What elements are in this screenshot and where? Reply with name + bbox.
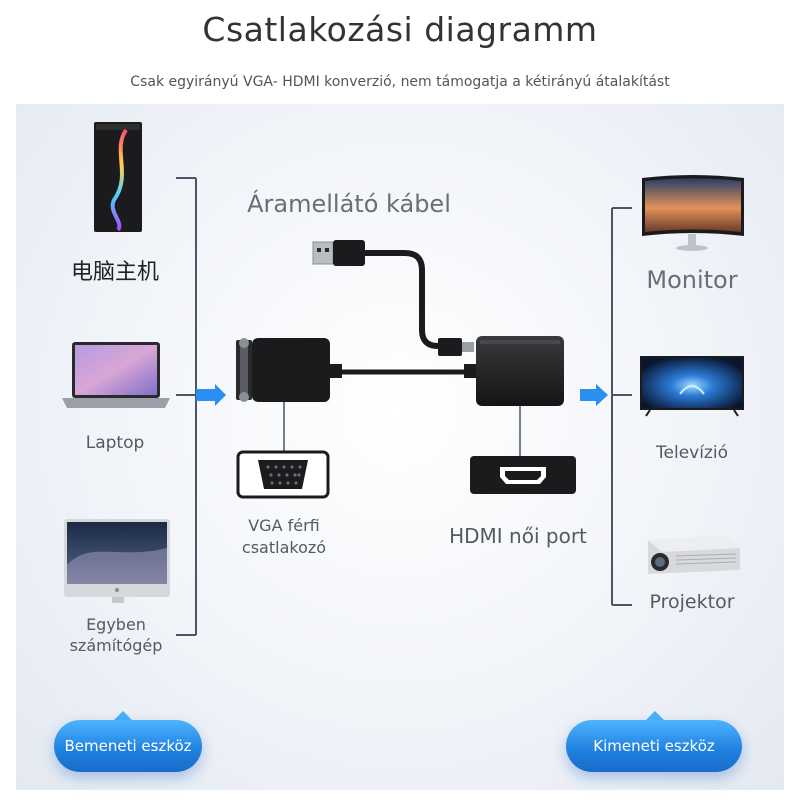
input-label-desktop: 电脑主机 bbox=[70, 260, 159, 285]
arrow-right-icon bbox=[196, 384, 226, 406]
monitor-icon bbox=[642, 175, 744, 251]
hdmi-port-icon bbox=[470, 456, 576, 494]
input-label-laptop: Laptop bbox=[85, 433, 145, 453]
vga-connector-icon bbox=[236, 338, 476, 402]
power-cable-icon bbox=[312, 240, 474, 356]
page-title: Csatlakozási diagramm bbox=[202, 10, 598, 49]
power-cable-label: Áramellátó kábel bbox=[247, 190, 451, 218]
pc-tower-icon bbox=[94, 122, 142, 232]
page-subtitle: Csak egyirányú VGA- HDMI konverzió, nem … bbox=[130, 74, 670, 90]
vga-port-icon bbox=[236, 450, 330, 499]
output-devices-button[interactable]: Kimeneti eszköz bbox=[566, 720, 742, 772]
output-label-monitor: Monitor bbox=[646, 266, 738, 294]
input-label-all-in-one: Egyben számítógép bbox=[69, 615, 163, 655]
all-in-one-pc-icon bbox=[64, 519, 170, 603]
hdmi-port-label: HDMI női port bbox=[449, 524, 587, 548]
laptop-icon bbox=[62, 342, 170, 408]
output-label-tv: Televízió bbox=[656, 443, 728, 463]
output-bracket bbox=[611, 207, 632, 606]
input-bracket bbox=[176, 177, 197, 636]
output-pill-notch bbox=[646, 711, 664, 720]
adapter-box-icon bbox=[464, 336, 564, 406]
projector-icon bbox=[648, 536, 740, 574]
tv-icon bbox=[640, 356, 744, 417]
input-devices-button[interactable]: Bemeneti eszköz bbox=[54, 720, 202, 772]
vga-connector-label: VGA férfi csatlakozó bbox=[241, 516, 327, 557]
arrow-right-icon bbox=[580, 384, 608, 406]
input-pill-notch bbox=[114, 711, 132, 720]
output-label-projector: Projektor bbox=[649, 591, 735, 613]
